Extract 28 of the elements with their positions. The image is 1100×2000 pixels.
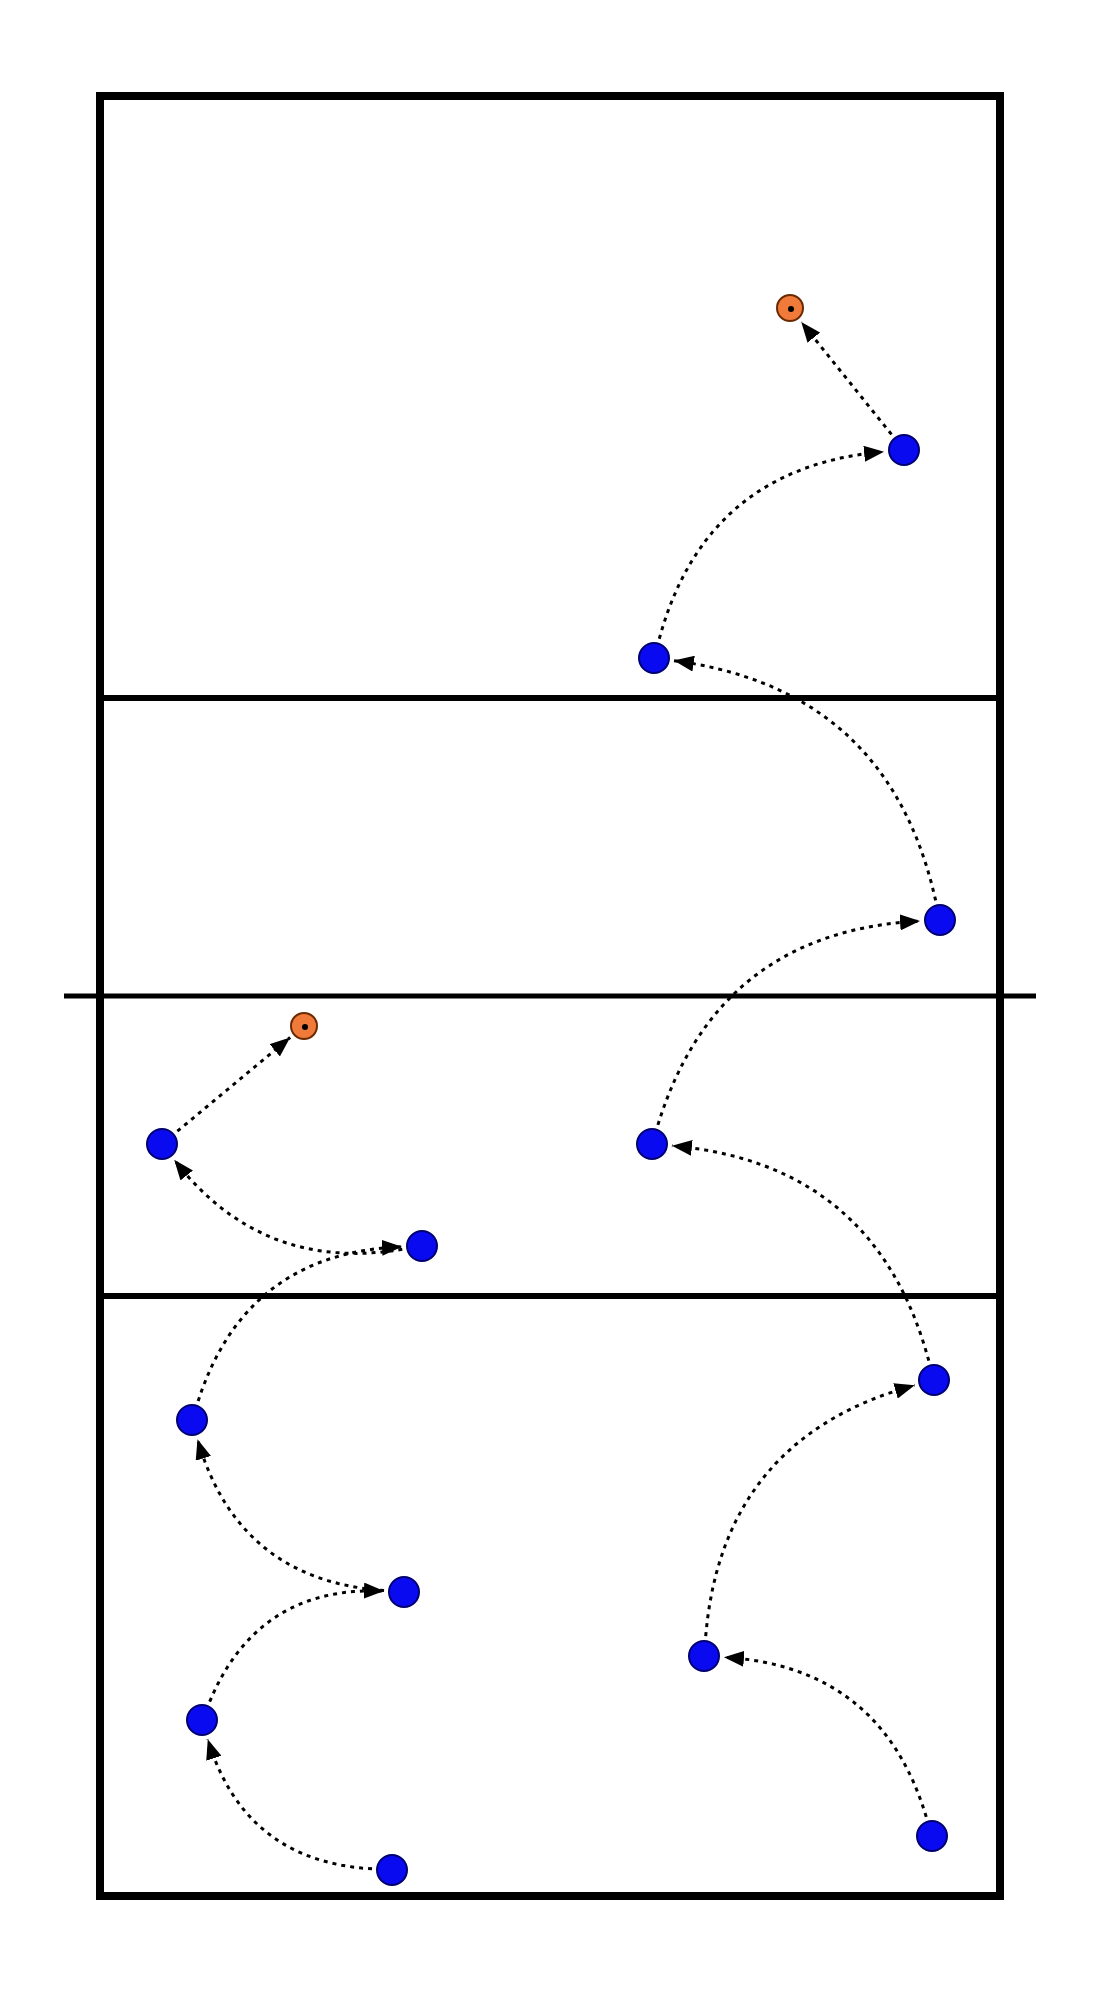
movement-arrow xyxy=(196,1239,403,1402)
movement-arrow xyxy=(671,1139,931,1362)
movement-arrow xyxy=(176,1036,292,1133)
player-marker xyxy=(146,1128,178,1160)
movement-arrow xyxy=(656,914,921,1126)
movement-arrow xyxy=(657,445,885,640)
movement-arrow xyxy=(704,1383,916,1637)
player-marker xyxy=(636,1128,668,1160)
player-marker xyxy=(916,1820,948,1852)
ball-marker xyxy=(290,1012,318,1040)
movement-arrow xyxy=(673,655,938,901)
player-marker xyxy=(888,434,920,466)
player-marker xyxy=(918,1364,950,1396)
player-marker xyxy=(688,1640,720,1672)
player-marker xyxy=(186,1704,218,1736)
player-marker xyxy=(406,1230,438,1262)
movement-arrow xyxy=(800,321,893,436)
movement-arrow xyxy=(173,1158,403,1255)
movement-arrow xyxy=(723,1650,928,1818)
player-marker xyxy=(388,1576,420,1608)
player-marker xyxy=(924,904,956,936)
movement-arrow xyxy=(206,1738,373,1871)
player-marker xyxy=(638,642,670,674)
movement-arrow xyxy=(208,1582,385,1703)
player-marker xyxy=(376,1854,408,1886)
ball-marker xyxy=(776,294,804,322)
movement-arrow xyxy=(195,1438,385,1593)
player-marker xyxy=(176,1404,208,1436)
